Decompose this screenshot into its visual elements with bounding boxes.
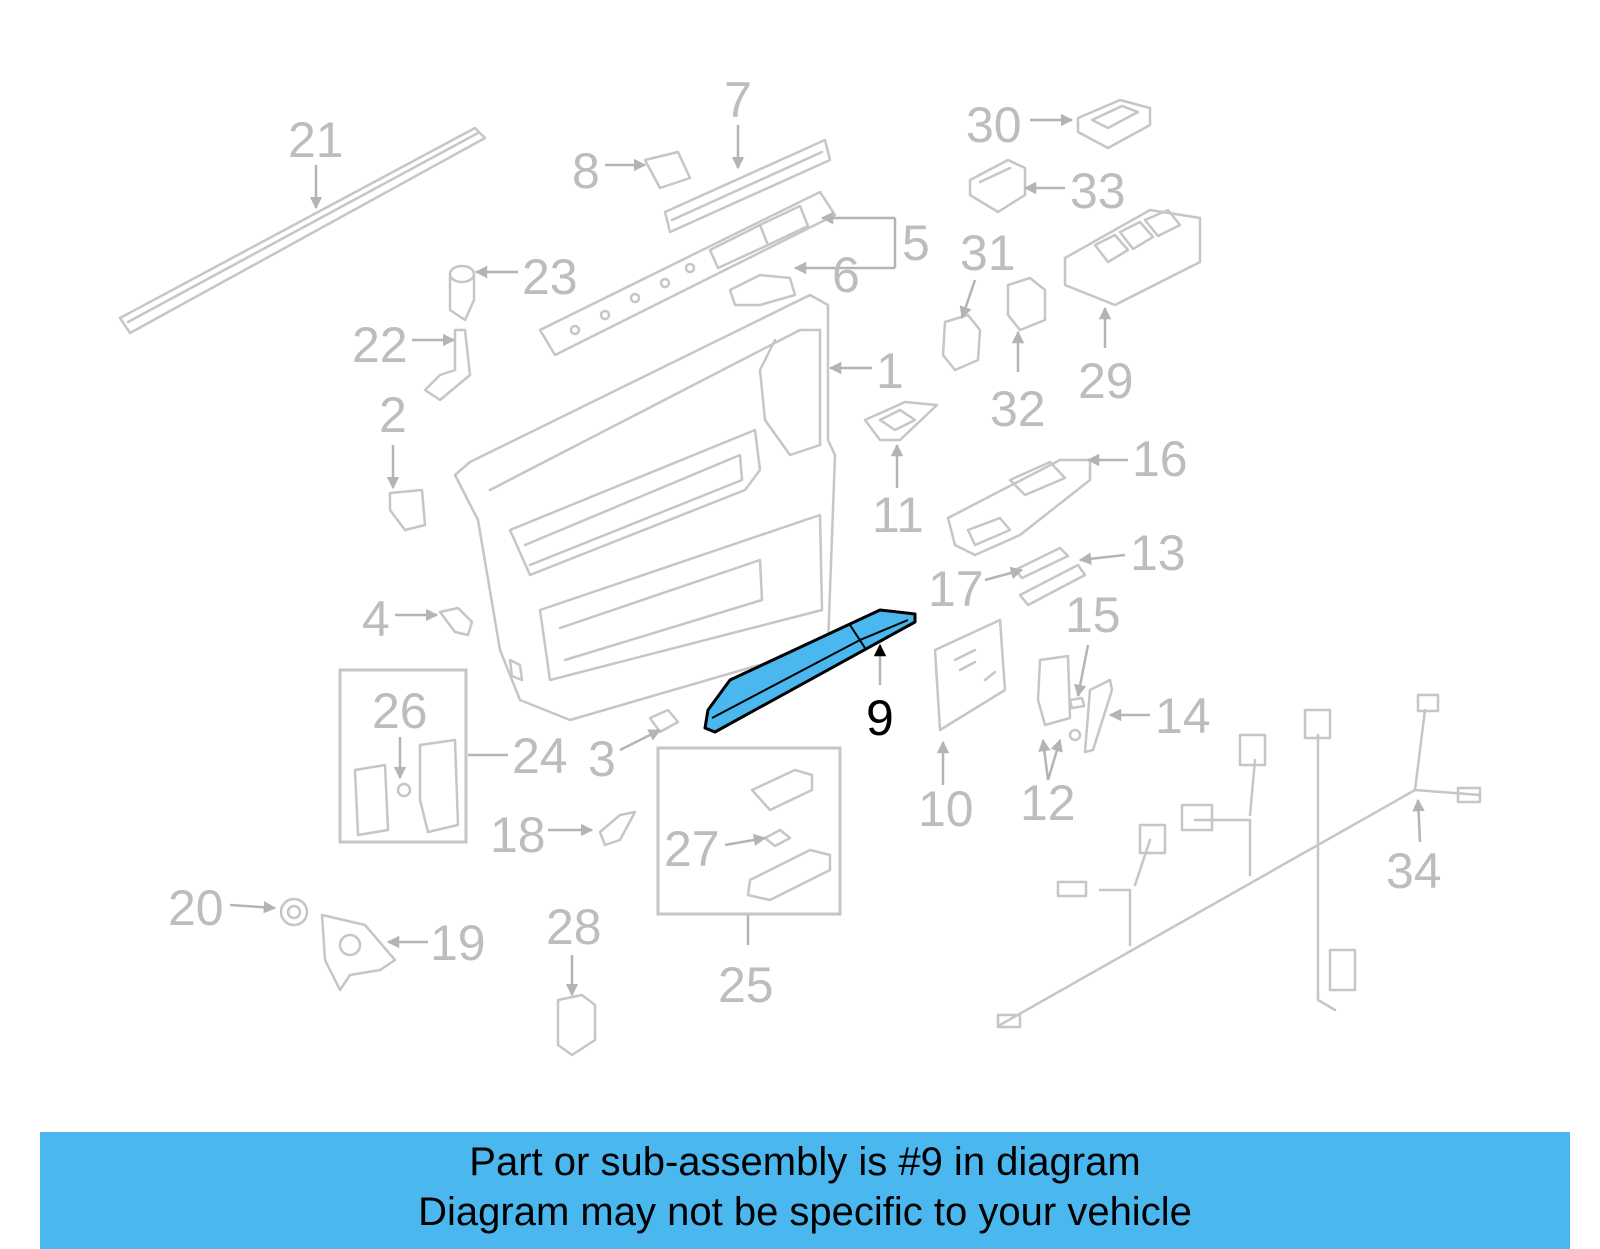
part-3-screw: [648, 708, 680, 734]
callout-15: 15: [1065, 587, 1121, 643]
part-25-group-box: [656, 746, 842, 916]
part-10-panel-insert: [933, 618, 1007, 732]
callout-11: 11: [872, 487, 924, 543]
callout-28: 28: [546, 899, 602, 955]
callout-33: 33: [1070, 163, 1126, 219]
callout-23: 23: [522, 249, 578, 305]
part-9-armrest-pad: [703, 608, 917, 734]
callout-22: 22: [352, 317, 408, 373]
callout-25: 25: [718, 957, 774, 1013]
part-28-clip: [556, 993, 597, 1057]
part-31-switch: [941, 313, 982, 372]
part-30-switch: [1076, 98, 1152, 150]
part-32-switch: [1006, 276, 1047, 332]
part-16-armrest-base: [946, 458, 1092, 557]
callout-9: 9: [866, 690, 894, 746]
leader-lines: [229, 113, 1425, 997]
callout-12: 12: [1020, 775, 1076, 831]
part-29-master-switch: [1063, 208, 1202, 307]
callout-18: 18: [490, 807, 546, 863]
callout-31: 31: [960, 225, 1016, 281]
part-2-clip: [388, 488, 427, 532]
part-1-door-panel: [453, 293, 837, 722]
callout-26: 26: [372, 683, 428, 739]
part-5-armrest-bar: [538, 190, 837, 357]
part-4-clip: [438, 606, 474, 637]
part-34-wiring-harness: [996, 693, 1482, 1029]
part-13-clip: [1018, 563, 1087, 607]
part-19-speaker-cover: [320, 913, 397, 992]
callout-27: 27: [664, 821, 720, 877]
callout-4: 4: [362, 591, 390, 647]
callout-14: 14: [1155, 688, 1211, 744]
part-18-cover: [598, 810, 637, 847]
part-33-switch: [968, 158, 1027, 214]
part-24-group-box: [338, 668, 468, 844]
part-6-bracket: [728, 273, 797, 307]
callout-5: 5: [902, 215, 930, 271]
callout-21: 21: [288, 112, 344, 168]
callout-7: 7: [724, 72, 752, 128]
callout-30: 30: [966, 97, 1022, 153]
callout-29: 29: [1078, 353, 1134, 409]
info-banner: Part or sub-assembly is #9 in diagram Di…: [40, 1132, 1570, 1249]
part-21-weatherstrip: [118, 126, 487, 335]
part-7-trim-strip: [663, 138, 832, 234]
callout-34: 34: [1386, 843, 1442, 899]
part-23-retainer: [448, 264, 476, 322]
callout-1: 1: [876, 343, 904, 399]
banner-part-note: Part or sub-assembly is #9 in diagram: [469, 1140, 1141, 1184]
callout-6: 6: [832, 247, 860, 303]
part-22-bracket: [423, 328, 472, 402]
part-20-grommet: [279, 897, 309, 927]
part-11-switch-bezel: [863, 400, 939, 442]
part-12-bracket: [1036, 654, 1082, 742]
callout-19: 19: [430, 915, 486, 971]
callout-24: 24: [512, 728, 568, 784]
callout-13: 13: [1130, 525, 1186, 581]
part-8-clip: [643, 150, 692, 190]
callout-10: 10: [918, 781, 974, 837]
part-15-clip: [1068, 696, 1086, 710]
part-26-latch: [353, 738, 460, 837]
callout-3: 3: [588, 731, 616, 787]
banner-vehicle-note: Diagram may not be specific to your vehi…: [418, 1190, 1192, 1234]
part-27-cable: [763, 828, 792, 848]
callout-labels: 21 7 8 5 6 23 22 2 1 11 30 33 31 29 32 1…: [168, 72, 1442, 1013]
callout-2: 2: [379, 387, 407, 443]
callout-16: 16: [1132, 431, 1188, 487]
part-14-strip: [1083, 678, 1114, 754]
callout-32: 32: [990, 381, 1046, 437]
callout-17: 17: [928, 561, 984, 617]
callout-20: 20: [168, 880, 224, 936]
part-25-handle: [746, 768, 832, 902]
callout-8: 8: [572, 143, 600, 199]
